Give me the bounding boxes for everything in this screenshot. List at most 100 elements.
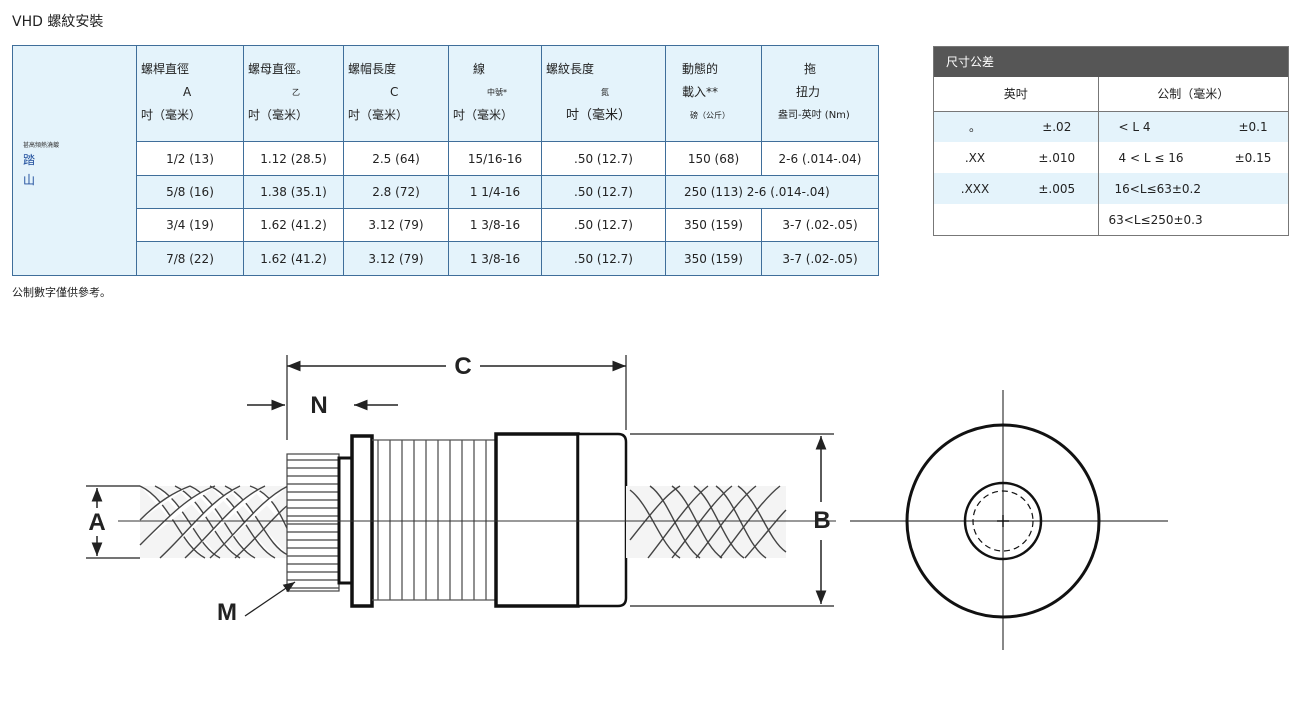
table-cell <box>1218 173 1289 204</box>
header-line: 螺紋長度 <box>546 62 595 76</box>
table-cell: 2.8 (72) <box>343 175 449 209</box>
table-row: 1/2 (13) 1.12 (28.5) 2.5 (64) 15/16-16 .… <box>13 141 879 176</box>
table-cell: 1.62 (41.2) <box>243 241 344 276</box>
table-row: 5/8 (16) 1.38 (35.1) 2.8 (72) 1 1/4-16 .… <box>13 175 879 209</box>
header-drag-torque: 拖 扭力 盎司-英吋 (Nm) <box>761 45 879 142</box>
header-dynamic-load: 動態的 載入** 磅（公斤） <box>665 45 762 142</box>
table-row: 63<L≤250±0.3 <box>934 204 1288 235</box>
header-screw-diameter: 螺桿直徑 A 吋（毫米） <box>136 45 244 142</box>
threaded-section <box>286 453 340 592</box>
table-cell: 1.12 (28.5) <box>243 141 344 176</box>
table-cell <box>934 204 1016 235</box>
table-cell: 150 (68) <box>665 141 762 176</box>
table-cell: 3.12 (79) <box>343 241 449 276</box>
table-cell: .50 (12.7) <box>541 241 666 276</box>
table-row: 3/4 (19) 1.62 (41.2) 3.12 (79) 1 3/8-16 … <box>13 208 879 242</box>
header-line: 氮 <box>601 88 609 97</box>
table-cell: .XXX <box>934 173 1016 204</box>
table-row: 。 ±.02 < L 4 ±0.1 <box>934 111 1289 142</box>
table-row: 7/8 (22) 1.62 (41.2) 3.12 (79) 1 3/8-16 … <box>13 241 879 276</box>
table-cell: ±.02 <box>1016 111 1099 142</box>
tolerance-title: 尺寸公差 <box>934 47 1288 77</box>
table-cell: 5/8 (16) <box>136 175 244 209</box>
header-line: 線 <box>473 62 486 76</box>
table-cell: 3-7 (.02-.05) <box>761 208 879 242</box>
header-thread: 線 中號* 吋（毫米） <box>448 45 542 142</box>
tolerance-table: 尺寸公差 英吋 公制（毫米） 。 ±.02 < L 4 ±0.1 .XX ±.0… <box>933 46 1289 236</box>
table-cell: ±0.15 <box>1234 150 1272 165</box>
header-line: 吋（毫米） <box>348 108 409 122</box>
end-view <box>850 390 1168 650</box>
header-line: 吋（毫米） <box>141 108 202 122</box>
table-cell: 1.62 (41.2) <box>243 208 344 242</box>
table-cell: 350 (159) <box>665 208 762 242</box>
header-line: C <box>390 85 399 99</box>
table-cell: .50 (12.7) <box>541 141 666 176</box>
screw-rod-left <box>139 485 289 559</box>
table-cell: < L 4 <box>1098 111 1219 142</box>
table-cell: 1/2 (13) <box>136 141 244 176</box>
table-cell <box>1218 204 1288 235</box>
table-row: .XX ±.010 4 < L ≤ 16 ±0.15 <box>934 142 1288 173</box>
header-line: 扭力 <box>796 85 821 99</box>
table-cell: 4 < L ≤ 16 <box>1118 150 1184 165</box>
table-cell: 2-6 (.014-.04) <box>761 141 879 176</box>
header-line: 盎司-英吋 (Nm) <box>778 110 850 121</box>
table-cell: ±.005 <box>1016 173 1099 204</box>
header-line: 吋（毫米） <box>248 108 309 122</box>
screw-rod-right <box>626 485 787 559</box>
table-row: .XXX ±.005 16<L≤63±0.2 <box>934 173 1289 204</box>
nut-cap <box>576 432 628 608</box>
header-line: A <box>183 85 192 99</box>
table-cell: 7/8 (22) <box>136 241 244 276</box>
header-thread-length: 螺紋長度 氮 吋（毫米） <box>541 45 666 142</box>
header-line: 吋（毫米） <box>566 108 632 123</box>
header-line: 螺母直徑。 <box>248 62 309 76</box>
header-line: 吋（毫米） <box>453 108 514 122</box>
dimension-b-label: B <box>813 507 830 534</box>
header-line: 載入** <box>682 85 719 99</box>
table-cell: 。 <box>934 111 1016 142</box>
header-nut-length: 螺帽長度 C 吋（毫米） <box>343 45 449 142</box>
table-cell <box>1016 204 1099 235</box>
table-cell: 16<L≤63±0.2 <box>1098 173 1219 204</box>
nut-dimension-diagram: C N A B M <box>86 353 1168 650</box>
header-line: 螺桿直徑 <box>141 62 190 76</box>
table-cell: 1.38 (35.1) <box>243 175 344 209</box>
header-line: 拖 <box>804 62 817 76</box>
table-cell: .50 (12.7) <box>541 208 666 242</box>
header-line: 乙 <box>292 88 300 97</box>
header-nut-diameter: 螺母直徑。 乙 吋（毫米） <box>243 45 344 142</box>
table-cell: 3-7 (.02-.05) <box>761 241 879 276</box>
table-cell: .XX <box>964 150 986 165</box>
table-cell: 3.12 (79) <box>343 208 449 242</box>
side-link-2[interactable]: 山 <box>23 173 36 187</box>
table-cell: 1 1/4-16 <box>448 175 542 209</box>
tolerance-head-metric: 公制（毫米） <box>1098 77 1289 112</box>
thread-m-label: M <box>217 599 237 626</box>
header-line: 磅（公斤） <box>690 111 730 120</box>
table-cell: .50 (12.7) <box>541 175 666 209</box>
side-tiny-label: 甚高頻熱澆鍍 <box>23 142 60 149</box>
tolerance-head-inch: 英吋 <box>934 77 1099 112</box>
table-cell: ±0.1 <box>1218 111 1289 142</box>
metric-note: 公制數字僅供參考。 <box>12 286 111 299</box>
dimension-n-label: N <box>310 392 327 419</box>
dimension-c-label: C <box>454 353 471 380</box>
table-cell: 350 (159) <box>665 241 762 276</box>
spec-table: 甚高頻熱澆鍍 踏 山 螺桿直徑 A 吋（毫米） 螺母直徑。 乙 吋（毫米） 螺帽… <box>12 45 879 276</box>
table-cell: 2.5 (64) <box>343 141 449 176</box>
table-cell: 250 (113) 2-6 (.014-.04) <box>665 175 879 209</box>
table-cell: 3/4 (19) <box>136 208 244 242</box>
table-cell: 15/16-16 <box>448 141 542 176</box>
side-label-cell: 甚高頻熱澆鍍 踏 山 <box>12 45 137 276</box>
side-link-1[interactable]: 踏 <box>23 153 36 167</box>
table-cell: 1 3/8-16 <box>448 241 542 276</box>
table-cell: 63<L≤250±0.3 <box>1108 212 1203 227</box>
header-line: 中號* <box>487 88 507 97</box>
nut-body <box>494 432 580 608</box>
header-line: 動態的 <box>682 62 719 76</box>
table-cell: ±.010 <box>1016 142 1099 173</box>
spring-coils <box>372 439 496 601</box>
header-line: 螺帽長度 <box>348 62 397 76</box>
